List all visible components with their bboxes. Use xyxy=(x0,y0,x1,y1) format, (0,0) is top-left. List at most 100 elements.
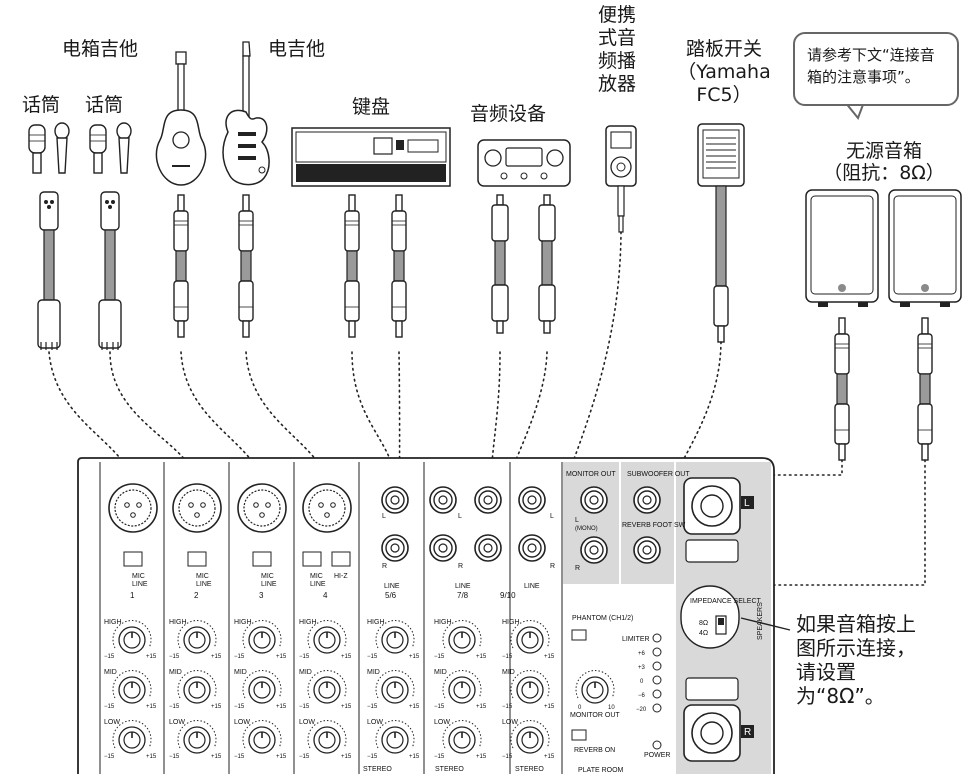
eq-max-label: +15 xyxy=(341,654,352,660)
mic1-label: 话筒 xyxy=(22,94,61,116)
ch1-input-jack[interactable] xyxy=(108,483,158,533)
line910-r: R xyxy=(550,563,555,570)
meter-minus20: −20 xyxy=(636,707,647,713)
acoustic-guitar-label: 电箱吉他 xyxy=(62,38,139,60)
eq-band-label: LOW xyxy=(367,719,383,726)
eq-min-label: −15 xyxy=(104,654,115,660)
keyboard-cable-l xyxy=(344,194,360,338)
eq-max-label: +15 xyxy=(341,704,352,710)
out-l-letter: L xyxy=(744,498,750,509)
ch4-mic: MIC xyxy=(310,573,323,580)
eq-band-label: HIGH xyxy=(367,619,385,626)
line910-jack-r[interactable] xyxy=(518,534,546,562)
ch2-line: LINE xyxy=(196,581,212,588)
eq-band-label: MID xyxy=(169,669,182,676)
electric-guitar-label: 电吉他 xyxy=(268,38,326,60)
eq-max-label: +15 xyxy=(276,704,287,710)
eq-max-label: +15 xyxy=(146,704,157,710)
eq-band-label: LOW xyxy=(502,719,518,726)
eq-max-label: +15 xyxy=(476,654,487,660)
line56-jack-r[interactable] xyxy=(381,534,409,562)
line56-jack-l[interactable] xyxy=(381,486,409,514)
mic1-dynamic xyxy=(54,122,70,174)
line56-number: 5/6 xyxy=(385,591,397,600)
eq-max-label: +15 xyxy=(211,754,222,760)
subwoofer-out-jack[interactable] xyxy=(633,486,661,514)
ch4-input-jack[interactable] xyxy=(302,483,352,533)
eq-band-label: MID xyxy=(234,669,247,676)
mic2-xlr-cable xyxy=(98,191,122,351)
footswitch-icon xyxy=(697,123,745,287)
eq-min-label: −15 xyxy=(104,754,115,760)
keyboard-icon xyxy=(291,127,451,187)
acoustic-guitar-cable xyxy=(173,194,189,338)
panel-text: MIC LINE 1 MIC LINE 2 MIC LINE 3 MIC LIN… xyxy=(130,471,764,774)
line910-jack-l[interactable] xyxy=(518,486,546,514)
note-text: 请参考下文“连接音 箱的注意事项”。 xyxy=(807,46,935,86)
reverb-footsw-jack[interactable] xyxy=(633,536,661,564)
audio-device-rca-r xyxy=(538,194,556,334)
portable-player-cable xyxy=(617,185,625,233)
monitor-out-label: MONITOR OUT xyxy=(566,471,616,478)
subwoofer-out-label: SUBWOOFER OUT xyxy=(627,471,690,478)
eq-min-label: −15 xyxy=(502,704,513,710)
monitor-out-r: R xyxy=(575,565,580,572)
monitor-out-jack-r[interactable] xyxy=(580,536,608,564)
speakers-label: SPEAKERS xyxy=(757,602,764,640)
line78-jack-r2[interactable] xyxy=(474,534,502,562)
eq-max-label: +15 xyxy=(409,704,420,710)
audio-device-label: 音频设备 xyxy=(470,103,547,125)
ch2-mic: MIC xyxy=(196,573,209,580)
plate-room-label: PLATE ROOM xyxy=(578,767,624,774)
electric-guitar-icon xyxy=(222,41,270,186)
stereo-2: STEREO xyxy=(435,766,464,773)
mic2-dynamic xyxy=(116,122,132,174)
ch2-input-jack[interactable] xyxy=(172,483,222,533)
speaker-left-icon xyxy=(805,189,879,307)
line78-jack-r1[interactable] xyxy=(429,534,457,562)
impedance-select-label: IMPEDANCE SELECT xyxy=(690,598,762,605)
keyboard-label: 键盘 xyxy=(352,96,391,118)
mic1-xlr-cable xyxy=(37,191,61,351)
eq-max-label: +15 xyxy=(276,754,287,760)
reverb-on-label: REVERB ON xyxy=(574,747,615,754)
monitor-out-jack-l[interactable] xyxy=(580,486,608,514)
ch1-mic: MIC xyxy=(132,573,145,580)
speaker-out-l-jack[interactable] xyxy=(683,477,741,535)
eq-band-label: HIGH xyxy=(299,619,317,626)
ch3-number: 3 xyxy=(259,591,264,600)
meter-zero: 0 xyxy=(640,679,644,685)
reverb-on-switch[interactable] xyxy=(571,729,587,741)
eq-max-label: +15 xyxy=(211,704,222,710)
eq-band-label: MID xyxy=(299,669,312,676)
eq-max-label: +15 xyxy=(476,754,487,760)
eq-knob-grid: HIGH−15+15HIGH−15+15HIGH−15+15HIGH−15+15… xyxy=(104,619,555,760)
line910-number: 9/10 xyxy=(500,591,516,600)
eq-min-label: −15 xyxy=(234,654,245,660)
eq-min-label: −15 xyxy=(434,654,445,660)
meter-plus3: +3 xyxy=(638,665,646,671)
ch3-line: LINE xyxy=(261,581,277,588)
eq-band-label: HIGH xyxy=(234,619,252,626)
ch4-hiz: HI-Z xyxy=(334,573,348,580)
eq-max-label: +15 xyxy=(544,754,555,760)
speaker-out-r-jack[interactable] xyxy=(683,677,741,762)
impedance-8ohm: 8Ω xyxy=(699,620,708,627)
eq-max-label: +15 xyxy=(544,654,555,660)
impedance-instruction: 如果音箱按上 图所示连接， 请设置 为“8Ω”。 xyxy=(796,612,916,708)
mic1-condenser xyxy=(28,124,46,174)
eq-max-label: +15 xyxy=(341,754,352,760)
meter-plus6: +6 xyxy=(638,651,646,657)
audio-device-rca-l xyxy=(491,194,509,334)
eq-min-label: −15 xyxy=(367,704,378,710)
footswitch-plug xyxy=(713,285,729,343)
line78-jack-l2[interactable] xyxy=(474,486,502,514)
monitor-out-mono: (MONO) xyxy=(575,526,598,532)
eq-min-label: −15 xyxy=(299,754,310,760)
ch3-input-jack[interactable] xyxy=(237,483,287,533)
line78-jack-l1[interactable] xyxy=(429,486,457,514)
impedance-select-switch[interactable] xyxy=(680,585,740,649)
phantom-switch[interactable] xyxy=(571,629,587,641)
speaker-left-cable xyxy=(834,317,850,461)
